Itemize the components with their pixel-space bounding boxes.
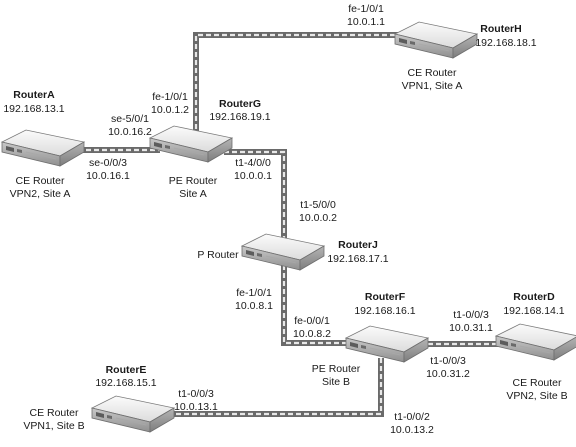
router-site: Site B xyxy=(322,376,350,388)
iface-ip: 10.0.8.1 xyxy=(235,300,273,312)
router-ip: 192.168.15.1 xyxy=(95,377,156,389)
router-role: CE Router xyxy=(29,407,79,419)
iface-port: t1-0/0/2 xyxy=(394,411,430,423)
routerG-label: RouterG 192.168.19.1 PE Router Site A xyxy=(169,98,271,200)
router-name: RouterH xyxy=(480,23,521,35)
router-role: P Router xyxy=(197,249,239,261)
router-role: CE Router xyxy=(512,377,562,389)
routerE-icon xyxy=(91,395,175,433)
iface-routerE-to-routerF: t1-0/0/3 10.0.13.1 xyxy=(174,388,218,413)
router-role: PE Router xyxy=(169,175,218,187)
router-site: VPN1, Site A xyxy=(402,80,463,92)
iface-port: t1-0/0/3 xyxy=(453,309,489,321)
routerH-icon xyxy=(394,21,478,59)
iface-port: fe-1/0/1 xyxy=(152,91,188,103)
iface-ip: 10.0.8.2 xyxy=(293,328,331,340)
link-routerJ-routerF xyxy=(281,265,360,346)
iface-ip: 10.0.31.1 xyxy=(449,322,493,334)
iface-ip: 10.0.16.2 xyxy=(108,126,152,138)
router-ip: 192.168.14.1 xyxy=(503,305,564,317)
router-name: RouterF xyxy=(365,291,406,303)
routerJ-label: RouterJ 192.168.17.1 P Router xyxy=(197,239,388,265)
router-ip: 192.168.18.1 xyxy=(475,37,536,49)
iface-ip: 10.0.16.1 xyxy=(86,170,130,182)
router-ip: 192.168.13.1 xyxy=(3,103,64,115)
iface-routerF-to-routerE: t1-0/0/2 10.0.13.2 xyxy=(390,411,434,436)
iface-routerH-to-routerG: fe-1/0/1 10.0.1.1 xyxy=(347,3,385,28)
routerA-label: RouterA 192.168.13.1 CE Router VPN2, Sit… xyxy=(3,89,70,200)
routerD-label: RouterD 192.168.14.1 CE Router VPN2, Sit… xyxy=(503,291,567,402)
routerG-icon xyxy=(149,125,233,163)
routerE-label: RouterE 192.168.15.1 CE Router VPN1, Sit… xyxy=(23,364,156,432)
iface-routerG-to-routerH: fe-1/0/1 10.0.1.2 xyxy=(151,91,189,116)
iface-routerD-to-routerF: t1-0/0/3 10.0.31.1 xyxy=(449,309,493,334)
iface-port: se-5/0/1 xyxy=(111,113,149,125)
iface-port: fe-1/0/1 xyxy=(236,287,272,299)
router-site: Site A xyxy=(179,188,206,200)
routerA-icon xyxy=(1,129,85,167)
router-name: RouterE xyxy=(106,364,147,376)
iface-routerF-to-routerJ: fe-0/0/1 10.0.8.2 xyxy=(293,315,331,340)
iface-ip: 10.0.13.2 xyxy=(390,424,434,436)
router-site: VPN2, Site B xyxy=(506,390,567,402)
iface-port: se-0/0/3 xyxy=(89,157,127,169)
link-routerG-routerJ xyxy=(224,149,287,248)
iface-ip: 10.0.13.1 xyxy=(174,401,218,413)
router-ip: 192.168.16.1 xyxy=(354,305,415,317)
router-name: RouterA xyxy=(13,89,55,101)
routerF-label: RouterF 192.168.16.1 PE Router Site B xyxy=(312,291,416,388)
iface-port: fe-0/0/1 xyxy=(294,315,330,327)
iface-port: fe-1/0/1 xyxy=(348,3,384,15)
router-site: VPN2, Site A xyxy=(10,188,71,200)
link-routerG-routerH xyxy=(193,32,412,145)
routerD-icon xyxy=(495,323,576,361)
routerF-icon xyxy=(345,325,429,363)
iface-ip: 10.0.0.2 xyxy=(299,212,337,224)
iface-routerG-to-routerJ: t1-4/0/0 10.0.0.1 xyxy=(234,157,272,182)
iface-port: t1-0/0/3 xyxy=(178,388,214,400)
router-name: RouterG xyxy=(219,98,261,110)
router-site: VPN1, Site B xyxy=(23,420,84,432)
router-ip: 192.168.19.1 xyxy=(209,111,270,123)
iface-routerJ-to-routerG: t1-5/0/0 10.0.0.2 xyxy=(299,199,337,224)
iface-routerJ-to-routerF: fe-1/0/1 10.0.8.1 xyxy=(235,287,273,312)
iface-ip: 10.0.1.1 xyxy=(347,16,385,28)
iface-ip: 10.0.0.1 xyxy=(234,170,272,182)
routerH-label: RouterH 192.168.18.1 CE Router VPN1, Sit… xyxy=(402,23,537,92)
router-role: CE Router xyxy=(15,175,65,187)
iface-routerF-to-routerD: t1-0/0/3 10.0.31.2 xyxy=(426,355,470,380)
link-routerF-routerE xyxy=(162,358,384,417)
router-role: PE Router xyxy=(312,363,361,375)
router-ip: 192.168.17.1 xyxy=(327,253,388,265)
iface-routerA-to-routerG: se-0/0/3 10.0.16.1 xyxy=(86,157,130,182)
iface-routerG-to-routerA: se-5/0/1 10.0.16.2 xyxy=(108,113,152,138)
router-name: RouterJ xyxy=(338,239,378,251)
iface-ip: 10.0.31.2 xyxy=(426,368,470,380)
router-role: CE Router xyxy=(407,67,457,79)
iface-port: t1-4/0/0 xyxy=(235,157,271,169)
iface-port: t1-5/0/0 xyxy=(300,199,336,211)
iface-ip: 10.0.1.2 xyxy=(151,104,189,116)
routerJ-icon xyxy=(241,233,325,271)
iface-port: t1-0/0/3 xyxy=(430,355,466,367)
router-name: RouterD xyxy=(513,291,555,303)
